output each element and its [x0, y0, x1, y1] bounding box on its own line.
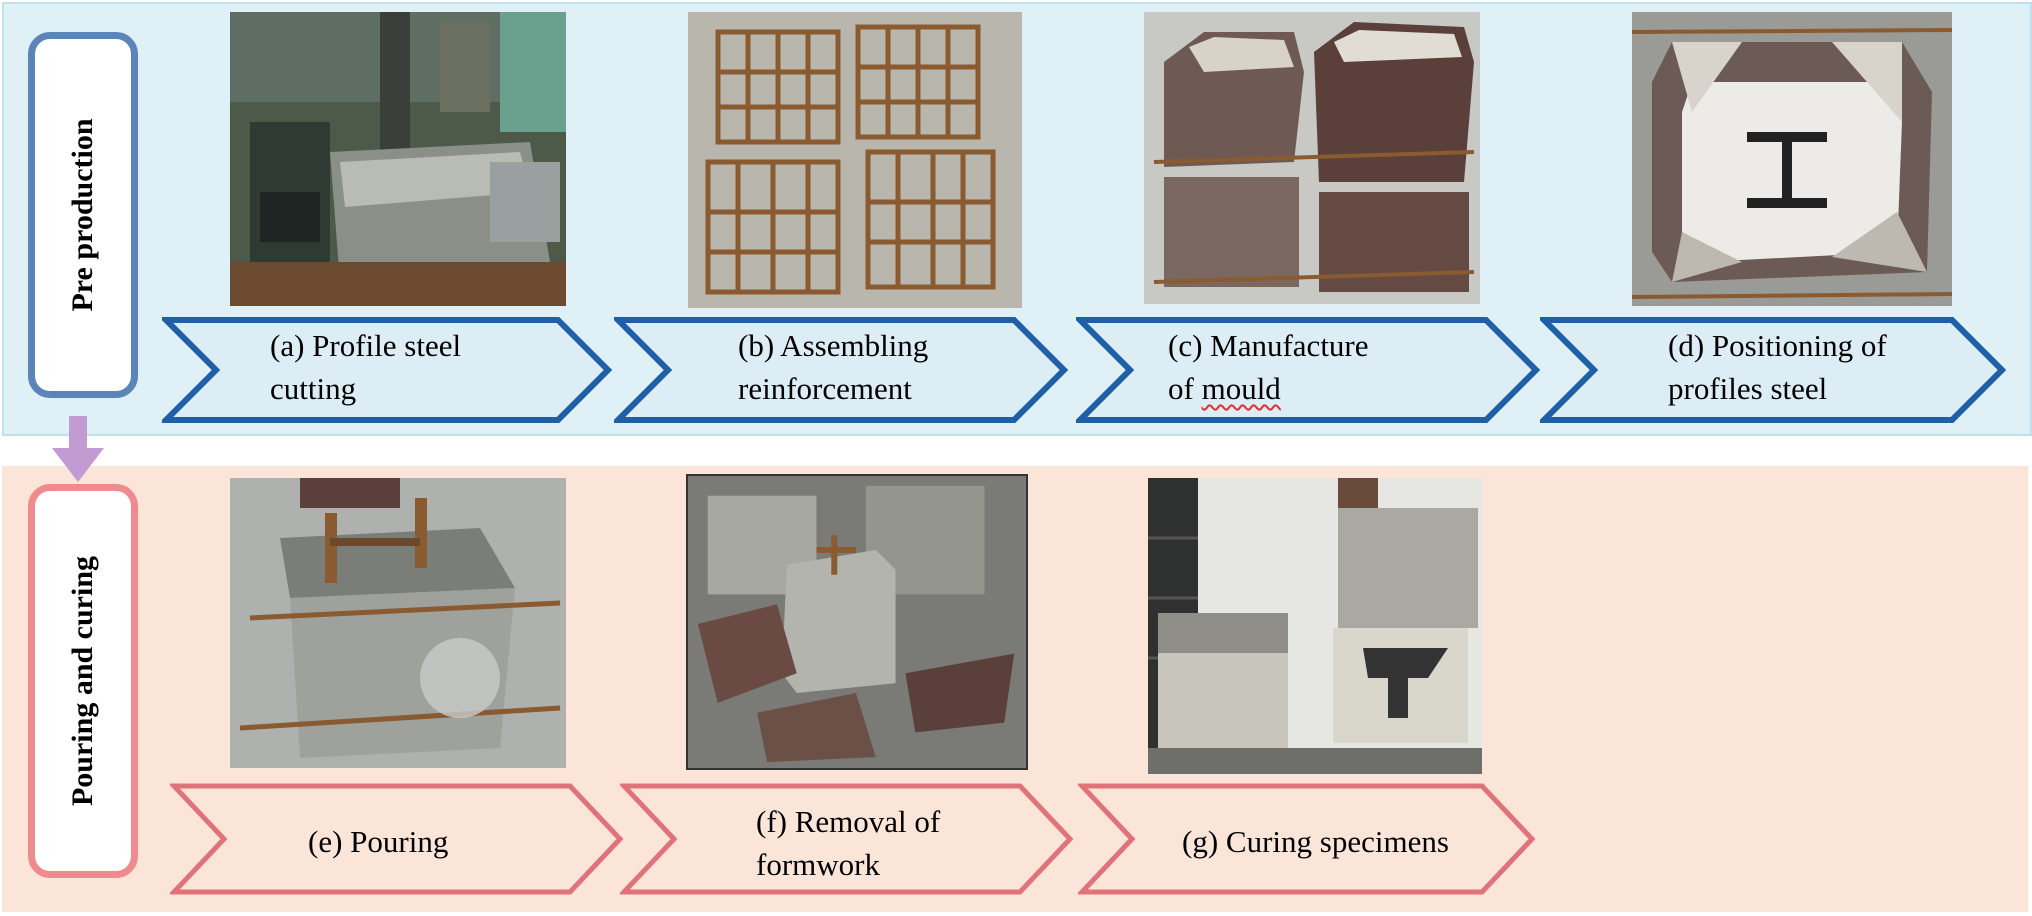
mould-photo — [1144, 12, 1480, 304]
pre-production-stage-box: Pre production — [28, 32, 138, 398]
pouring-photo — [230, 478, 566, 768]
formwork-removal-photo — [686, 474, 1028, 770]
profile-steel-positioning-photo — [1632, 12, 1952, 306]
pre-production-label: Pre production — [66, 118, 99, 312]
step-e-chevron: (e) Pouring — [170, 782, 626, 896]
profile-steel-cutting-photo — [230, 12, 566, 306]
pouring-curing-label: Pouring and curing — [66, 555, 99, 807]
step-c-label: (c) Manufacture of mould — [1168, 328, 1369, 406]
step-c-chevron: (c) Manufacture of mould — [1076, 316, 1542, 424]
down-arrow-icon — [52, 416, 104, 482]
pouring-curing-stage-box: Pouring and curing — [28, 484, 138, 878]
step-e-label: (e) Pouring — [308, 824, 449, 859]
curing-specimens-photo — [1148, 478, 1482, 774]
spellcheck-word: mould — [1201, 371, 1281, 406]
reinforcement-cage-photo — [688, 12, 1022, 308]
step-g-chevron: (g) Curing specimens — [1078, 782, 1538, 896]
step-g-label: (g) Curing specimens — [1182, 824, 1449, 859]
